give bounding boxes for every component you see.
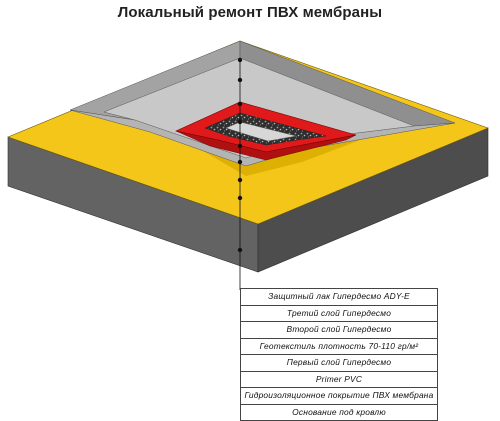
leader-dot — [238, 102, 242, 106]
leader-dot — [238, 78, 242, 82]
leader-dot — [238, 196, 242, 200]
leader-dot — [238, 160, 242, 164]
legend-row-protective-lacquer: Защитный лак Гипердесмо ADY-E — [240, 289, 438, 306]
legend-row-primer: Primer PVC — [240, 372, 438, 389]
legend-row-pvc-membrane: Гидроизоляционное покрытие ПВХ мембрана — [240, 388, 438, 405]
leader-dot — [238, 248, 242, 252]
legend-row-roof-base: Основание под кровлю — [240, 405, 438, 421]
legend-row-second-layer: Второй слой Гипердесмо — [240, 322, 438, 339]
leader-dot — [238, 58, 242, 62]
leader-dot — [238, 120, 242, 124]
legend-row-third-layer: Третий слой Гипердесмо — [240, 306, 438, 323]
leader-dot — [238, 144, 242, 148]
legend-table: Защитный лак Гипердесмо ADY-E Третий сло… — [240, 288, 438, 421]
legend-row-geotextile: Геотекстиль плотность 70-110 гр/м² — [240, 339, 438, 356]
leader-dot — [238, 178, 242, 182]
legend-row-first-layer: Первый слой Гипердесмо — [240, 355, 438, 372]
